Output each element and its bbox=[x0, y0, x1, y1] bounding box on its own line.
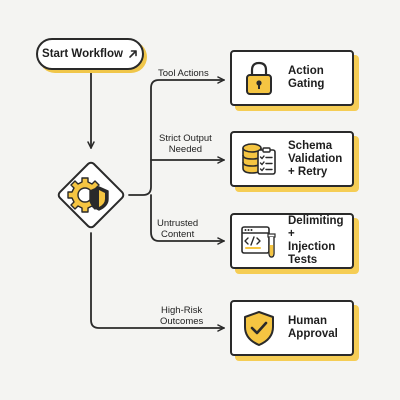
database-checklist-icon bbox=[242, 143, 276, 175]
action-gating-box: Action Gating bbox=[230, 50, 354, 106]
branch-line-tool-actions bbox=[128, 76, 225, 196]
condition-label-strict-output: Strict Output Needed bbox=[159, 133, 212, 155]
padlock-icon bbox=[246, 61, 272, 95]
schema-validation-box: Schema Validation + Retry bbox=[230, 131, 354, 187]
arrow-up-right-icon bbox=[129, 50, 137, 58]
branch-line-high-risk bbox=[90, 232, 225, 332]
human-approval-box: Human Approval bbox=[230, 300, 354, 356]
delimiting-injection-title: Delimiting + Injection Tests bbox=[288, 215, 344, 266]
decision-node bbox=[53, 157, 129, 233]
condition-label-untrusted-content: Untrusted Content bbox=[157, 218, 199, 240]
human-approval-title: Human Approval bbox=[288, 315, 338, 340]
branch-line-untrusted-content bbox=[150, 194, 225, 245]
condition-label-tool-actions: Tool Actions bbox=[158, 68, 209, 79]
code-window-test-tube-icon bbox=[241, 226, 276, 258]
shield-check-icon bbox=[244, 311, 274, 346]
start-workflow-label: Start Workflow bbox=[42, 48, 123, 60]
delimiting-injection-box: Delimiting + Injection Tests bbox=[230, 213, 354, 269]
start-workflow-button[interactable]: Start Workflow bbox=[36, 38, 144, 70]
action-gating-title: Action Gating bbox=[288, 65, 325, 90]
condition-label-high-risk: High-Risk Outcomes bbox=[160, 305, 204, 327]
schema-validation-title: Schema Validation + Retry bbox=[288, 139, 343, 178]
gear-shield-icon bbox=[57, 161, 125, 229]
